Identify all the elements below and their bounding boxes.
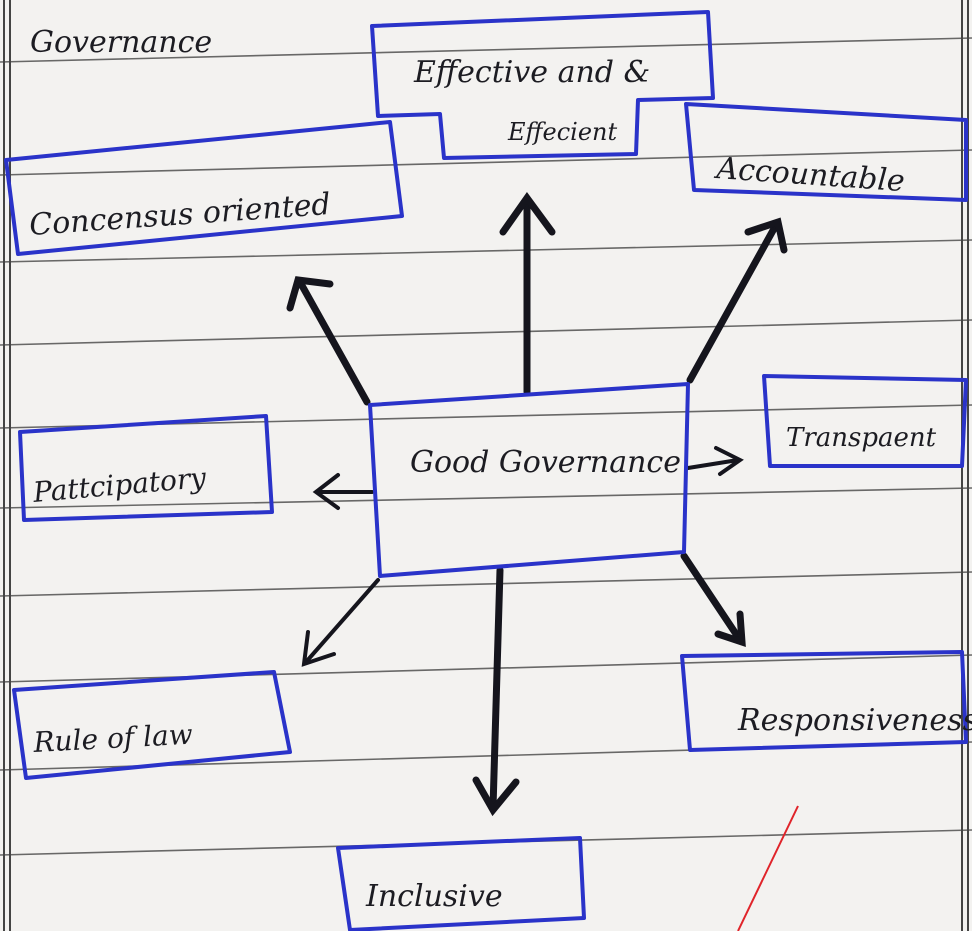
node-inclusive: Inclusive xyxy=(336,836,586,931)
red-pen-mark xyxy=(737,805,799,931)
node-rule-of-law-label: Rule of law xyxy=(32,718,194,759)
ruled-lines xyxy=(0,37,972,856)
node-consensus: Concensus oriented xyxy=(4,120,404,256)
node-transparent: Transpaent xyxy=(762,374,968,468)
node-inclusive-label: Inclusive xyxy=(365,879,503,914)
node-accountable: Accountable xyxy=(684,102,968,202)
node-transparent-label: Transpaent xyxy=(786,423,937,453)
node-consensus-label: Concensus oriented xyxy=(28,187,332,243)
arrows xyxy=(286,192,788,817)
node-responsiveness: Responsiveness xyxy=(680,650,972,752)
page-heading: Governance xyxy=(30,25,212,60)
node-participatory-label: Pattcipatory xyxy=(31,461,209,509)
node-rule-of-law: Rule of law xyxy=(12,670,292,780)
node-effective-line2: Effecient xyxy=(507,118,618,146)
node-center-label: Good Governance xyxy=(410,445,681,480)
node-effective: Effective and & Effecient xyxy=(370,10,715,160)
node-center: Good Governance xyxy=(368,382,690,578)
node-effective-line1: Effective and & xyxy=(413,55,650,90)
node-responsiveness-label: Responsiveness xyxy=(737,703,972,738)
